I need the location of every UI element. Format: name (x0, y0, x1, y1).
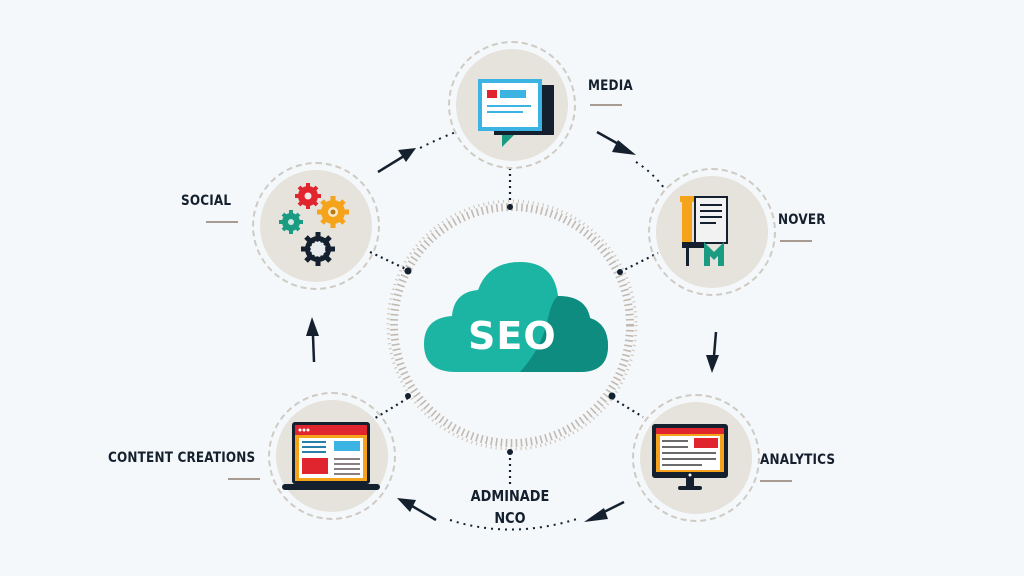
label-content-creations: CONTENT CREATIONS (108, 450, 256, 466)
arrows (306, 130, 719, 522)
cloud-icon (424, 262, 608, 372)
label-analytics-underline (760, 480, 792, 482)
node-content-creations[interactable] (268, 392, 396, 520)
label-content-creations-underline (228, 478, 260, 480)
bottom-label-line2: NCO (494, 509, 526, 527)
dotted-arcs (419, 131, 665, 531)
label-nover-underline (780, 240, 812, 242)
label-media-underline (590, 104, 622, 106)
seo-label: SEO (468, 314, 557, 358)
arrow-social-to-media (377, 148, 416, 174)
dotted-spokes (369, 168, 659, 485)
seo-cloud: SEO (420, 258, 610, 378)
label-social: SOCIAL (181, 193, 232, 209)
label-nover: NOVER (778, 212, 826, 228)
arrow-nover-to-analytics (706, 331, 719, 373)
node-social[interactable] (252, 162, 380, 290)
bottom-label: ADMINADE NCO (463, 485, 558, 529)
label-social-underline (206, 221, 238, 223)
node-analytics[interactable] (632, 394, 760, 522)
teal-gear (279, 210, 303, 234)
laptop-icon (282, 422, 380, 490)
orange-gear (317, 196, 349, 228)
dark-gear (301, 232, 335, 266)
bottom-label-line1: ADMINADE (470, 487, 550, 505)
node-nover[interactable] (648, 168, 776, 296)
node-media[interactable] (448, 41, 576, 169)
gears-icon (279, 183, 349, 266)
monitor-icon (652, 424, 728, 490)
document-tools-icon (680, 196, 728, 266)
label-analytics: ANALYTICS (760, 452, 836, 468)
arrow-bottom-to-content (397, 498, 437, 522)
chat-window-icon (478, 79, 554, 147)
arrow-content-to-social (306, 317, 319, 363)
arrow-analytics-to-bottom (584, 500, 625, 522)
arrow-media-to-nover (596, 130, 636, 155)
red-gear (295, 183, 321, 209)
label-media: MEDIA (588, 78, 633, 94)
spoke-dots (404, 204, 623, 455)
